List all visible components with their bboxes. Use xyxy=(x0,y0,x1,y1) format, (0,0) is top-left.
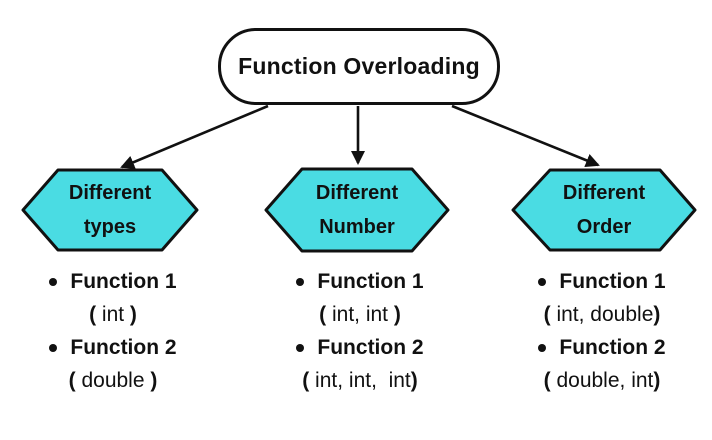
hexagon-different-order xyxy=(511,168,697,252)
function-name: Function 2 xyxy=(559,335,666,359)
bullet-dot-icon xyxy=(49,343,58,352)
bullet-dot-icon xyxy=(538,343,547,352)
list-item: Function 1 xyxy=(250,265,470,298)
function-params: ( int, int, int) xyxy=(250,364,470,397)
function-name: Function 1 xyxy=(317,269,424,293)
hexagon-different-number xyxy=(264,167,450,253)
arrow-root-to-order xyxy=(451,104,600,167)
open-paren: ( xyxy=(543,369,551,392)
function-name: Function 2 xyxy=(317,335,424,359)
param-types: int, int xyxy=(326,303,394,326)
param-types: double xyxy=(75,369,151,392)
list-item: Function 1 xyxy=(492,265,712,298)
list-item: Function 2 xyxy=(492,331,712,364)
param-types: int, double xyxy=(550,303,654,326)
close-paren: ) xyxy=(653,303,661,326)
function-params: ( int ) xyxy=(8,298,218,331)
param-types: int xyxy=(96,303,130,326)
function-params: ( int, int ) xyxy=(250,298,470,331)
function-list-different-number: Function 1 ( int, int ) Function 2 ( int… xyxy=(250,265,470,397)
param-types: int, int, int xyxy=(309,369,411,392)
close-paren: ) xyxy=(653,369,661,392)
function-list-different-types: Function 1 ( int ) Function 2 ( double ) xyxy=(8,265,218,397)
function-params: ( int, double) xyxy=(492,298,712,331)
close-paren: ) xyxy=(410,369,418,392)
close-paren: ) xyxy=(129,303,137,326)
function-params: ( double, int) xyxy=(492,364,712,397)
root-node-function-overloading: Function Overloading xyxy=(218,28,500,105)
function-name: Function 2 xyxy=(70,335,177,359)
function-list-different-order: Function 1 ( int, double) Function 2 ( d… xyxy=(492,265,712,397)
param-types: double, int xyxy=(550,369,654,392)
open-paren: ( xyxy=(543,303,551,326)
function-name: Function 1 xyxy=(70,269,177,293)
close-paren: ) xyxy=(393,303,401,326)
close-paren: ) xyxy=(150,369,158,392)
function-params: ( double ) xyxy=(8,364,218,397)
list-item: Function 2 xyxy=(250,331,470,364)
hexagon-different-types xyxy=(21,168,199,252)
list-item: Function 1 xyxy=(8,265,218,298)
bullet-dot-icon xyxy=(296,277,305,286)
list-item: Function 2 xyxy=(8,331,218,364)
open-paren: ( xyxy=(89,303,97,326)
open-paren: ( xyxy=(319,303,327,326)
arrow-root-to-types xyxy=(120,104,269,169)
function-name: Function 1 xyxy=(559,269,666,293)
open-paren: ( xyxy=(68,369,76,392)
root-node-label: Function Overloading xyxy=(238,53,480,79)
open-paren: ( xyxy=(302,369,310,392)
bullet-dot-icon xyxy=(296,343,305,352)
bullet-dot-icon xyxy=(49,277,58,286)
bullet-dot-icon xyxy=(538,277,547,286)
